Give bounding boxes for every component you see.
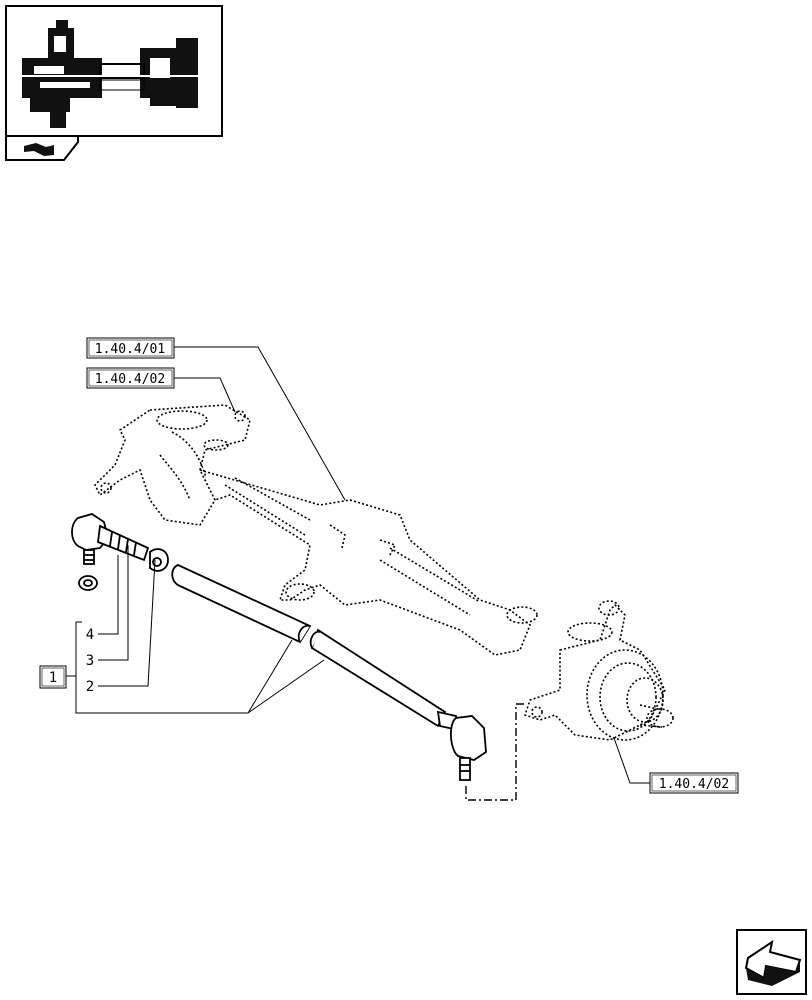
nut-part[interactable] (78, 575, 98, 591)
callout-boot[interactable]: 3 (86, 653, 94, 669)
book-tab-icon[interactable] (5, 135, 79, 161)
callout-nut[interactable]: 2 (86, 679, 94, 695)
boot-part[interactable] (149, 548, 169, 572)
tie-rod-tube[interactable] (171, 564, 447, 728)
axle-thumbnail-icon[interactable] (5, 5, 223, 137)
tie-rod-end-right[interactable] (436, 710, 487, 781)
ref-axle-text: 1.40.4/01 (95, 342, 165, 357)
ref-box-right-hub[interactable]: 1.40.4/02 (649, 772, 739, 794)
tie-rod-assembly[interactable] (71, 513, 487, 781)
callout-tie-rod-end[interactable]: 4 (86, 627, 94, 643)
navigate-arrow-icon[interactable] (736, 929, 807, 995)
ref-right-hub-text: 1.40.4/02 (659, 777, 729, 792)
relation-line (465, 703, 524, 801)
axle-housing-phantom (94, 404, 674, 741)
ref-box-left-hub[interactable]: 1.40.4/02 (86, 367, 175, 389)
tie-rod-end-left[interactable] (71, 513, 150, 565)
callout-assembly-text: 1 (49, 670, 57, 686)
ref-box-axle[interactable]: 1.40.4/01 (86, 337, 175, 359)
ref-left-hub-text: 1.40.4/02 (95, 372, 165, 387)
leader-lines (66, 346, 738, 784)
callout-assembly[interactable]: 1 (39, 665, 67, 689)
